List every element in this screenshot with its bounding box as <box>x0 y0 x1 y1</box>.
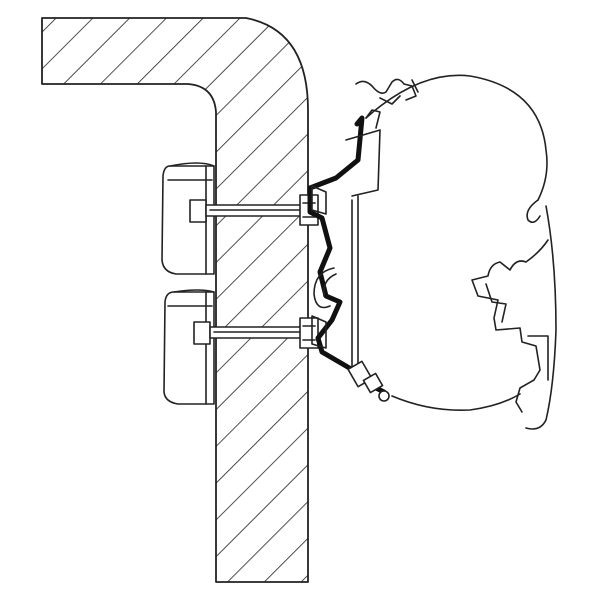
cassette-inner-detail <box>471 199 549 413</box>
cassette-inner-rail <box>351 195 359 373</box>
lower-bolt <box>193 317 319 349</box>
lower-nut-block <box>163 289 215 405</box>
bracket-hook <box>313 267 337 309</box>
upper-nut-block <box>161 162 215 275</box>
wall-section <box>41 17 309 583</box>
lower-fastener <box>347 360 390 402</box>
awning-cassette <box>365 74 557 430</box>
mounting-bracket <box>307 115 387 395</box>
